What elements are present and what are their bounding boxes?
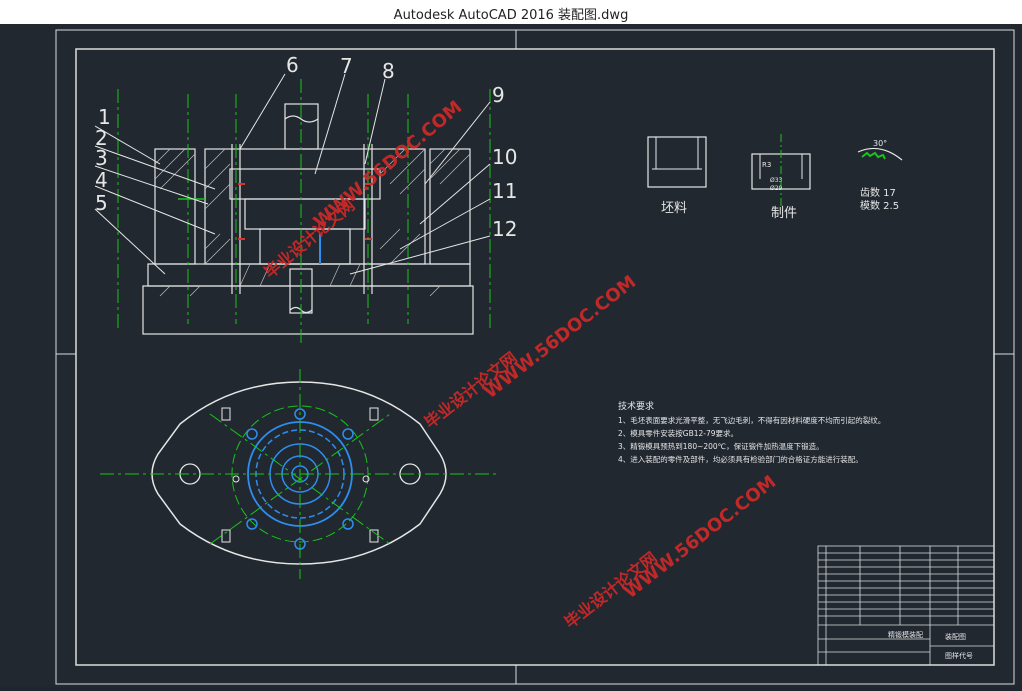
watermarks: WWW.56DOC.COM 毕业设计论文网 WWW.56DOC.COM 毕业设计… <box>260 97 780 632</box>
part-label-6: 6 <box>286 53 299 77</box>
drawing-canvas[interactable]: 1 2 3 4 5 6 7 8 9 10 11 12 坯料 R3 Ø33 Ø29… <box>0 24 1022 687</box>
part-leaders <box>94 73 491 275</box>
part-numbers: 1 2 3 4 5 6 7 8 9 10 11 12 <box>95 53 517 241</box>
top-view <box>100 369 500 579</box>
tech-req-item-1: 1、毛坯表面要求光滑平整，无飞边毛刺，不得有因材料硬度不均而引起的裂纹。 <box>618 415 885 425</box>
tech-requirements: 技术要求 1、毛坯表面要求光滑平整，无飞边毛刺，不得有因材料硬度不均而引起的裂纹… <box>618 400 885 464</box>
tech-req-item-4: 4、进入装配的零件及部件，均必须具有检验部门的合格证方能进行装配。 <box>618 454 863 464</box>
gear-module: 模数 2.5 <box>860 199 899 212</box>
center-marks <box>56 30 1014 684</box>
watermark-site-2: WWW.56DOC.COM <box>480 271 640 402</box>
part-label-4: 4 <box>95 168 108 192</box>
drawing-name: 精锻模装配 <box>888 630 923 639</box>
cad-drawing[interactable]: 1 2 3 4 5 6 7 8 9 10 11 12 坯料 R3 Ø33 Ø29… <box>0 24 1022 687</box>
dim-d1: Ø33 <box>770 177 783 184</box>
part-label-10: 10 <box>492 145 517 169</box>
part-label-2: 2 <box>95 126 108 150</box>
title-block-text: 精锻模装配 装配图 图样代号 <box>888 630 973 660</box>
dim-radius: R3 <box>762 161 771 169</box>
blank-label: 坯料 <box>661 201 687 216</box>
window-title: Autodesk AutoCAD 2016 装配图.dwg <box>393 8 629 23</box>
gear-tooth-detail: 30° 齿数 17 模数 2.5 <box>857 139 903 212</box>
tech-req-title: 技术要求 <box>618 400 654 412</box>
sheet-name: 装配图 <box>945 632 966 641</box>
part-label: 制件 <box>771 206 797 221</box>
tech-req-item-2: 2、模具零件安装按GB12-79要求。 <box>618 428 738 438</box>
part-label-9: 9 <box>492 83 505 107</box>
title-block <box>817 545 995 666</box>
outer-frame <box>55 29 1015 685</box>
gear-teeth: 齿数 17 <box>860 186 896 199</box>
part-view: R3 Ø33 Ø29 制件 <box>751 134 811 221</box>
part-label-12: 12 <box>492 217 517 241</box>
part-label-5: 5 <box>95 191 108 215</box>
angle-label: 30° <box>873 139 887 148</box>
tech-req-item-3: 3、精锻模具预热到180~200℃，保证锻件加热温度下锻造。 <box>618 441 824 451</box>
window-titlebar: Autodesk AutoCAD 2016 装配图.dwg <box>0 0 1022 25</box>
watermark-site-3: WWW.56DOC.COM <box>620 471 780 602</box>
inner-frame <box>75 48 995 666</box>
blank-view: 坯料 <box>647 136 707 216</box>
part-label-3: 3 <box>95 146 108 170</box>
part-label-7: 7 <box>340 54 353 78</box>
part-label-8: 8 <box>382 59 395 83</box>
part-label-11: 11 <box>492 179 517 203</box>
section-centerlines <box>117 79 491 344</box>
dim-d2: Ø29 <box>770 185 783 192</box>
drawing-code: 图样代号 <box>945 651 973 660</box>
part-label-1: 1 <box>98 105 111 129</box>
section-hatching <box>154 148 471 297</box>
